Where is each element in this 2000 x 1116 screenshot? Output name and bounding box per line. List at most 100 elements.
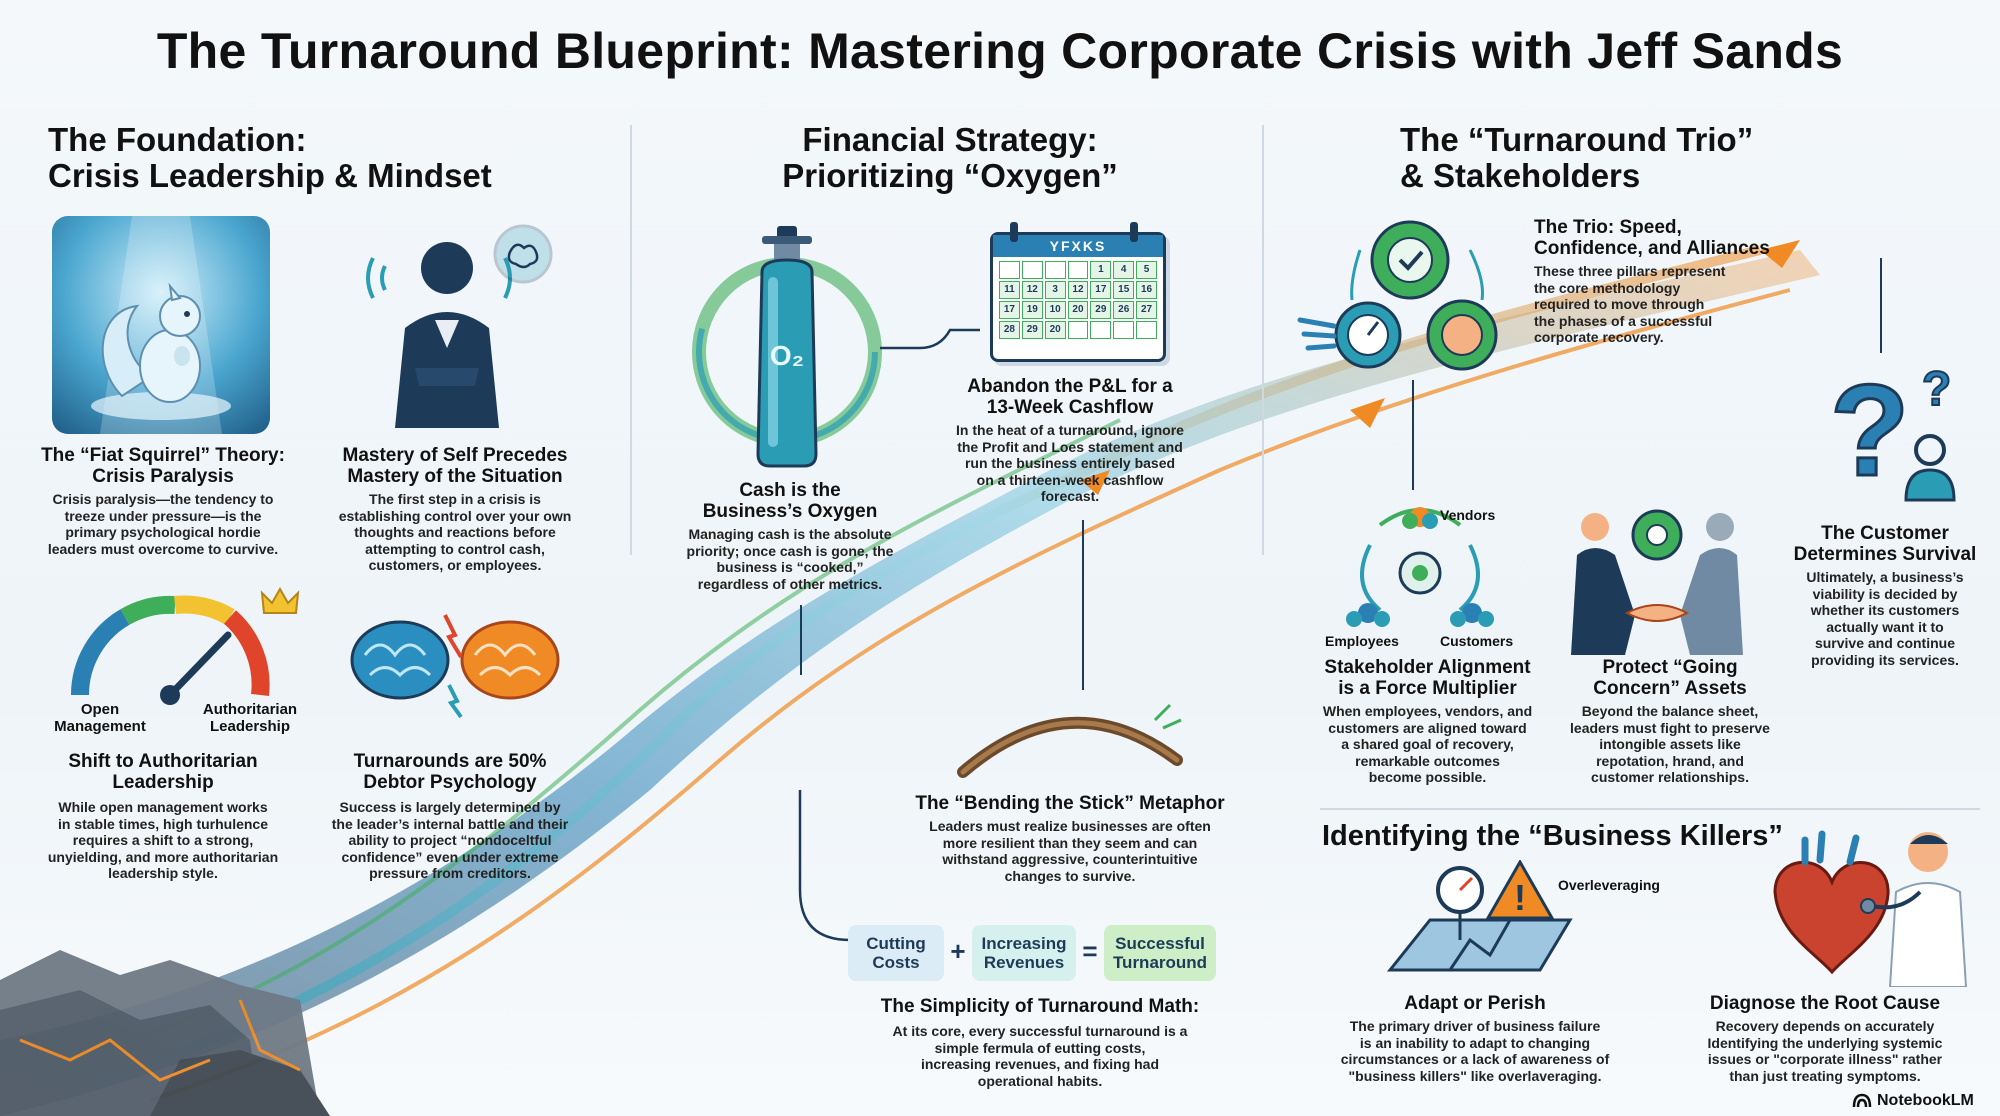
gauge-right-label: Authoritarian Leadership: [190, 701, 310, 735]
mastery-body: The first step in a crisis is establishi…: [305, 491, 605, 574]
branding-name: NotebookLM: [1877, 1092, 1974, 1109]
overleveraging-illustration: !: [1380, 858, 1580, 980]
calendar-day-cell: 3: [1044, 281, 1066, 299]
body-line: the leader’s internal battle and their: [331, 815, 569, 832]
body-line: confidence” even under extreme: [341, 848, 559, 865]
connector-line-stick: [1082, 520, 1084, 690]
body-line: regardless of other metrics.: [697, 575, 883, 592]
employees-label: Employees: [1325, 633, 1399, 649]
body-line: corporate recovery.: [1534, 329, 1664, 345]
calendar-day-cell: 11: [999, 281, 1020, 299]
pl-title-line1: Abandon the P&L for a: [967, 376, 1173, 397]
doctor-heart-illustration: [1760, 822, 1970, 988]
body-line: attempting to control cash,: [365, 540, 545, 557]
bending-stick-icon: [957, 703, 1183, 778]
gauge-left-line2: Management: [54, 718, 146, 735]
protect-title-line1: Protect “Going: [1602, 657, 1738, 678]
squirrel-icon: [91, 216, 231, 434]
body-line: customers, or employees.: [368, 557, 542, 573]
calendar-day-cell: 20: [1044, 321, 1066, 339]
body-line: When employees, vendors, and: [1322, 703, 1533, 719]
calendar-day-cell: 28: [999, 321, 1020, 339]
protect-title-line2: Concern” Assets: [1593, 678, 1747, 699]
authoritarian-title-line2: Leadership: [112, 772, 214, 793]
body-line: customer relationships.: [1591, 769, 1749, 785]
body-line: repotation, hrand, and: [1596, 752, 1744, 769]
calendar-day-cell: [1044, 261, 1066, 279]
body-line: providing its services.: [1811, 651, 1959, 668]
leadership-gauge-illustration: Open Management Authoritarian Leadership: [54, 587, 300, 735]
trio-title-line2: & Stakeholders: [1400, 157, 1641, 194]
gauge-left-line1: Open: [80, 701, 120, 718]
body-line: Success is largely determined by: [339, 799, 561, 815]
pill-line: Successful: [1115, 934, 1205, 953]
protect-body: Beyond the balance sheet, leaders must f…: [1545, 703, 1795, 786]
calendar-day-cell: 17: [1090, 281, 1112, 299]
body-line: While open management works: [58, 799, 268, 815]
stakeholder-cycle-illustration: Vendors: [1340, 495, 1500, 635]
body-line: withstand aggressive, counterintuitive: [942, 851, 1198, 867]
debtor-title-line1: Turnarounds are 50%: [353, 751, 547, 772]
body-line: the Profit and Loes statement and: [957, 438, 1183, 455]
body-line: leaders must fight to preserve: [1570, 719, 1770, 736]
two-brains-illustration: [345, 605, 565, 725]
math-body: At its core, every successful turnaround…: [860, 1023, 1220, 1089]
diagnose-root-cause-block: Diagnose the Root Cause Recovery depends…: [1685, 993, 1965, 1084]
oxygen-label: O₂: [769, 340, 805, 371]
page-title: The Turnaround Blueprint: Mastering Corp…: [156, 23, 1844, 79]
stick-body: Leaders must realize businesses are ofte…: [905, 818, 1235, 884]
adapt-title: Adapt or Perish: [1404, 993, 1546, 1014]
oxygen-tank-icon: [692, 226, 882, 468]
mastery-title-line2: Mastery of the Situation: [347, 466, 563, 487]
pill-line: Increasing: [981, 934, 1067, 953]
calendar-ring-left: [1010, 222, 1018, 242]
trio-item-body: These three pillars represent the core m…: [1534, 263, 1794, 346]
calendar-day-cell: [1136, 321, 1157, 339]
killers-divider: [1320, 808, 1980, 810]
body-line: changes to survive.: [1004, 867, 1136, 884]
body-line: actually want it to: [1826, 618, 1944, 635]
pl-body: In the heat of a turnaround, ignore the …: [935, 422, 1205, 505]
calendar-day-cell: 26: [1113, 301, 1135, 319]
body-line: The primary driver of business failure: [1349, 1018, 1601, 1034]
customer-title-line1: The Customer: [1821, 523, 1949, 544]
body-line: on a thirteen-week cashflow: [976, 471, 1164, 488]
svg-text:?: ?: [1922, 363, 1951, 416]
body-line: requires a shift to a strong,: [72, 832, 254, 848]
calendar-day-cell: [999, 261, 1020, 279]
calendar-day-cell: 19: [1021, 301, 1043, 319]
diagnose-title: Diagnose the Root Cause: [1709, 993, 1941, 1014]
body-line: survive and continue: [1814, 635, 1956, 651]
body-line: In the heat of a turnaround, ignore: [956, 422, 1184, 438]
body-line: pressure from creditors.: [369, 865, 531, 881]
body-line: run the business entirely based: [964, 455, 1176, 471]
connector-customer: [1880, 258, 1882, 353]
column-divider-2: [1262, 125, 1264, 555]
body-line: circumstances or a lack of awareness of: [1340, 1051, 1610, 1067]
financial-title-line2: Prioritizing “Oxygen”: [782, 157, 1118, 194]
body-line: customers are aligned toward: [1328, 719, 1527, 736]
body-line: "business killers" like overlaveraging.: [1348, 1067, 1602, 1084]
bending-stick-block: The “Bending the Stick” Metaphor Leaders…: [905, 793, 1235, 884]
customers-label: Customers: [1440, 633, 1514, 649]
calendar-day-cell: 29: [1021, 321, 1043, 339]
body-line: operational habits.: [977, 1072, 1103, 1089]
calendar-day-cell: [1067, 321, 1089, 339]
stick-title: The “Bending the Stick” Metaphor: [915, 793, 1225, 814]
foundation-section: The Foundation: Crisis Leadership & Mind…: [48, 122, 608, 194]
calendar-day-cell: 17: [999, 301, 1020, 319]
customer-question-illustration: ? ?: [1829, 355, 1970, 505]
svg-text:!: !: [1514, 877, 1526, 918]
calendar-ring-right: [1130, 222, 1138, 242]
body-line: leaders must overcome to curvive.: [47, 540, 279, 557]
stakeholder-title-line1: Stakeholder Alignment: [1324, 657, 1531, 678]
stethoscope-heart-icon: [1773, 830, 1968, 988]
trio-section: The “Turnaround Trio” & Stakeholders: [1400, 122, 1820, 194]
oxygen-tank-illustration: O₂: [692, 222, 882, 472]
trio-title-line1: The “Turnaround Trio”: [1400, 121, 1754, 158]
bending-stick-illustration: [955, 690, 1185, 785]
trio-item-title-line1: The Trio: Speed,: [1534, 217, 1682, 238]
brains-icon: [350, 614, 560, 719]
